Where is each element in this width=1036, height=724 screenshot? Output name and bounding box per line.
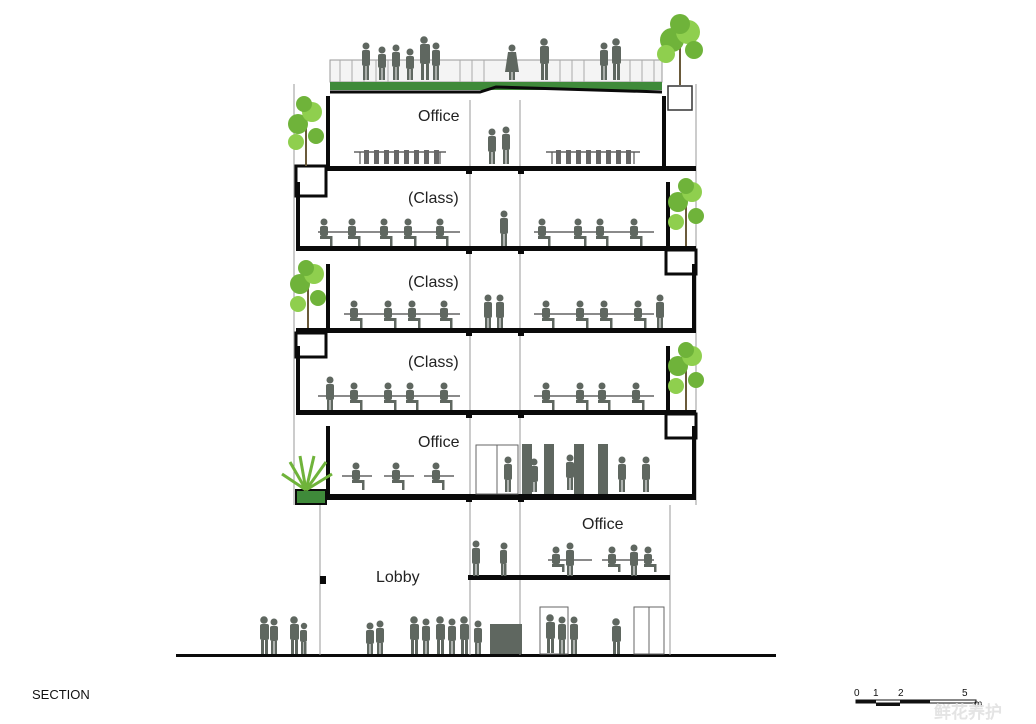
scale-unit: m bbox=[974, 699, 982, 710]
label-office-ground: Office bbox=[582, 516, 624, 533]
section-title: SECTION bbox=[32, 687, 90, 702]
people-interior bbox=[320, 126, 664, 576]
label-class-2: (Class) bbox=[408, 274, 459, 291]
label-office-top: Office bbox=[418, 108, 460, 125]
facade-tree-2 bbox=[668, 178, 704, 246]
facade-tree-1 bbox=[288, 96, 324, 166]
scale-tick-1: 1 bbox=[873, 688, 879, 699]
chairs-top-office bbox=[364, 150, 631, 164]
people-ground bbox=[260, 614, 621, 654]
roof-people bbox=[362, 36, 621, 80]
label-lobby: Lobby bbox=[376, 569, 420, 586]
facade-tree-3 bbox=[290, 260, 326, 328]
facade-palm bbox=[281, 455, 333, 492]
facade-tree-4 bbox=[668, 342, 704, 410]
watermark: 鲜花养护 bbox=[934, 702, 1002, 723]
roof-tree bbox=[657, 14, 703, 111]
bookshelves bbox=[522, 444, 608, 494]
label-office-mid: Office bbox=[418, 434, 460, 451]
scale-tick-5: 5 bbox=[962, 688, 968, 699]
label-class-1: (Class) bbox=[408, 190, 459, 207]
scale-bar: 0 1 2 5 m bbox=[854, 688, 982, 710]
ground-line bbox=[176, 654, 776, 657]
scale-tick-2: 2 bbox=[898, 688, 904, 699]
label-class-3: (Class) bbox=[408, 354, 459, 371]
scale-tick-0: 0 bbox=[854, 688, 860, 699]
building-structure bbox=[293, 84, 698, 655]
